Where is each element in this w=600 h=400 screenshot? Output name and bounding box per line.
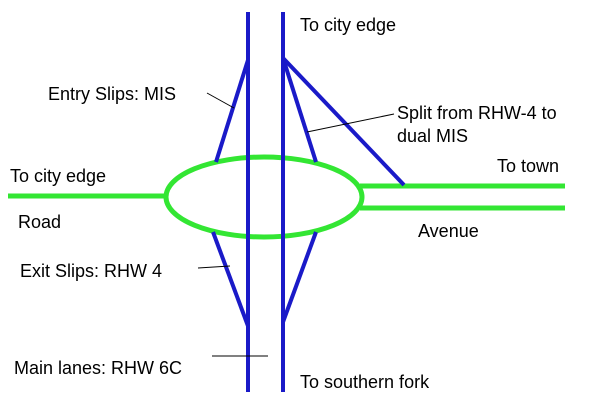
label-road: Road xyxy=(18,212,61,232)
split-slip xyxy=(281,56,406,187)
label-main-lanes: Main lanes: RHW 6C xyxy=(14,358,182,378)
leader-lines xyxy=(197,92,395,357)
label-to-city-edge-top: To city edge xyxy=(300,15,396,35)
label-to-southern-fork: To southern fork xyxy=(300,372,430,392)
label-to-town: To town xyxy=(497,156,559,176)
exit-slip-left xyxy=(211,231,250,327)
road-network xyxy=(8,154,565,240)
label-entry-slips: Entry Slips: MIS xyxy=(48,84,176,104)
entry-slip-right xyxy=(281,57,318,163)
label-avenue: Avenue xyxy=(418,221,479,241)
leader-entry-slips xyxy=(206,92,235,109)
label-to-city-edge-left: To city edge xyxy=(10,166,106,186)
highway-network xyxy=(211,12,406,392)
exit-slip-right xyxy=(281,231,318,323)
label-split-line2: dual MIS xyxy=(397,126,468,146)
entry-slip-left xyxy=(214,59,250,163)
label-split-line1: Split from RHW-4 to xyxy=(397,103,557,123)
leader-split xyxy=(306,113,395,133)
leader-exit-slips xyxy=(197,265,231,269)
label-exit-slips: Exit Slips: RHW 4 xyxy=(20,261,162,281)
roundabout xyxy=(163,154,365,240)
